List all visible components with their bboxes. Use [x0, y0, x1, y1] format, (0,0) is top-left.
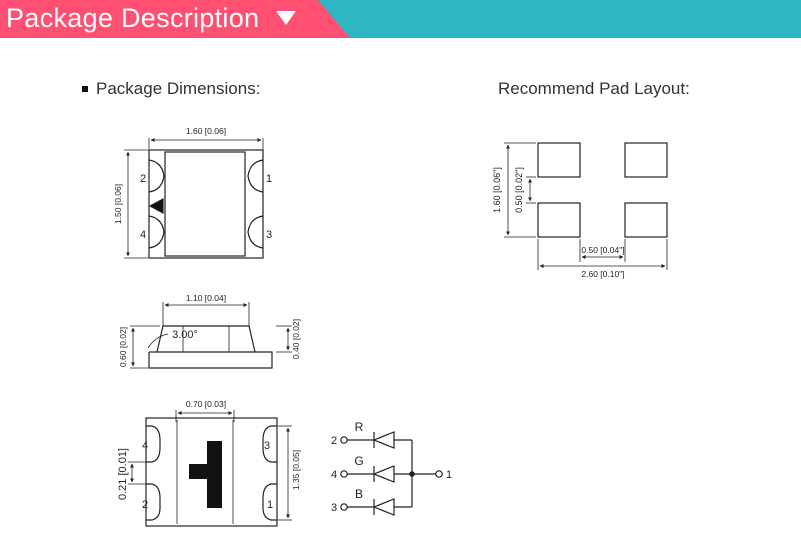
top-view-pin-4: 4: [140, 229, 146, 241]
schematic-color-b: B: [355, 487, 363, 501]
bottom-view-pin-4: 4: [142, 440, 148, 452]
schematic-pin-2: 2: [331, 435, 337, 447]
package-dimensions-title: Package Dimensions:: [96, 79, 261, 98]
bottom-view-pin-3: 3: [264, 440, 270, 452]
rgb-led-schematic: [340, 431, 443, 516]
side-view-drawing: [130, 302, 292, 369]
top-view-width-label: 1.60 [0.06]: [186, 126, 226, 136]
pad-layout-heading: Recommend Pad Layout:: [498, 79, 690, 98]
schematic-pin-3: 3: [331, 502, 337, 514]
schematic-color-g: G: [354, 454, 363, 468]
top-view-pin-1: 1: [266, 173, 272, 185]
pad-layout-gap-label: 0.50 [0.04"]: [581, 245, 624, 255]
bottom-view-pad-width-label: 0.70 [0.03]: [186, 399, 226, 409]
pad-layout-width-label: 2.60 [0.10"]: [581, 269, 624, 279]
schematic-pin-4: 4: [331, 469, 337, 481]
bottom-view-pin-2: 2: [142, 499, 148, 511]
bottom-view-gap-label: 0.21 [0.01]: [117, 448, 129, 500]
banner-title: Package Description: [6, 3, 260, 33]
top-view-pin-2: 2: [140, 173, 146, 185]
package-dimensions-heading: Package Dimensions:: [82, 79, 260, 99]
diode-b-icon: [372, 498, 395, 516]
bottom-view-pin-1: 1: [267, 499, 273, 511]
schematic-pin-1: 1: [446, 469, 452, 481]
diode-r-icon: [372, 431, 395, 449]
top-view-drawing: [124, 138, 264, 259]
side-view-lens-width-label: 1.10 [0.04]: [186, 293, 226, 303]
schematic-color-r: R: [355, 420, 364, 434]
top-view-height-label: 1.50 [0.06]: [113, 184, 123, 224]
side-view-angle-label: 3.00°: [172, 329, 198, 341]
side-view-lens-height-label: 0.40 [0.02]: [291, 319, 301, 359]
pad-layout-height-label: 1.60 [0.06"]: [492, 167, 502, 213]
bullet-icon: [82, 85, 88, 92]
header-banner: Package Description: [0, 0, 801, 38]
side-view-total-height-label: 0.60 [0.02]: [118, 327, 128, 367]
pad-layout-drawing: [504, 142, 668, 270]
pad-layout-pad-height-label: 0.50 [0.02"]: [514, 167, 524, 213]
top-view-pin-3: 3: [266, 229, 272, 241]
diode-g-icon: [372, 465, 395, 483]
bottom-view-height-label: 1.35 [0.05]: [291, 450, 301, 490]
bottom-view-drawing: [128, 410, 292, 527]
triangle-down-icon: [276, 11, 296, 25]
